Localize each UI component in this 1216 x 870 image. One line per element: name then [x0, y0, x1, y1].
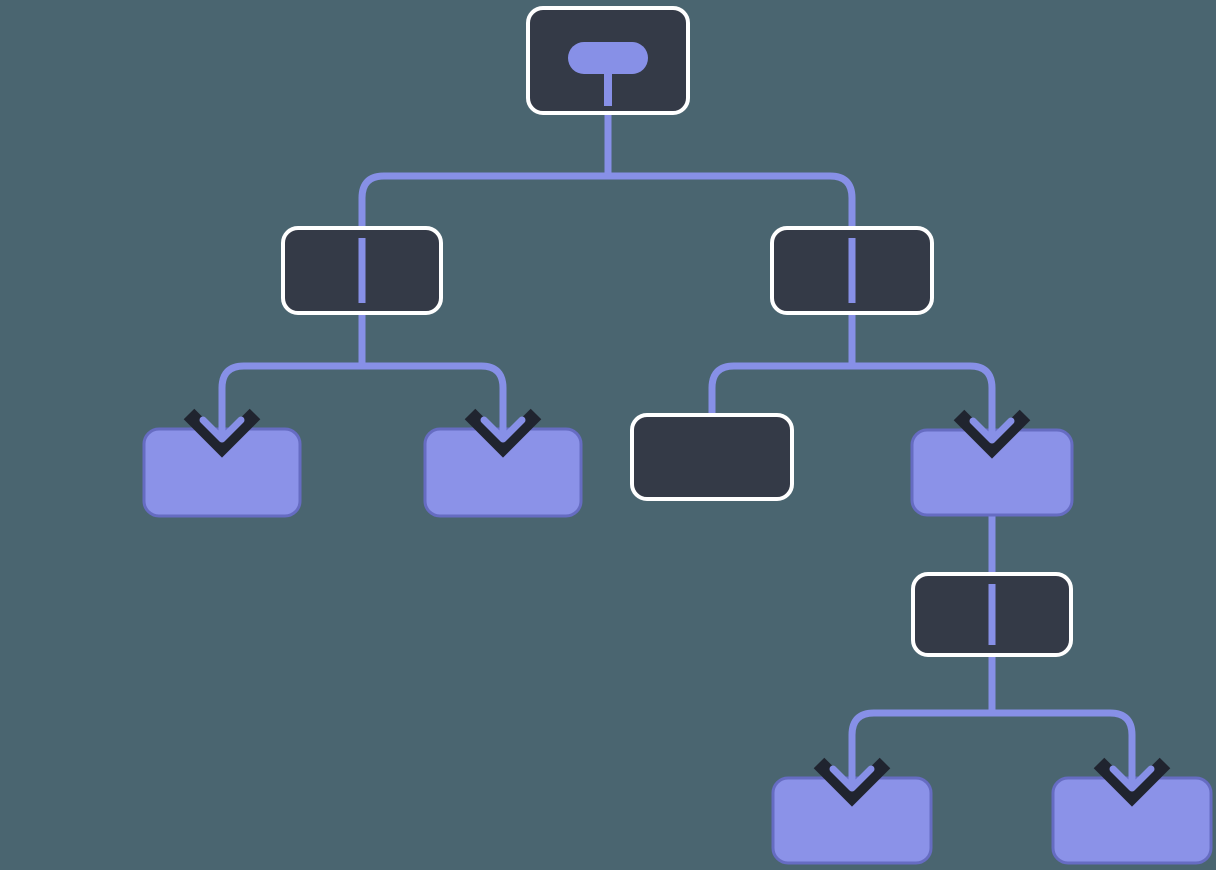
arrow-chevron-purple: [480, 416, 526, 443]
node-body-node-b1[interactable]: [630, 413, 794, 501]
branch-line-icon: [848, 238, 856, 303]
arrow-chevron-dark: [183, 408, 261, 458]
arrow-chevron-dark: [813, 757, 891, 807]
branch-line-icon: [358, 238, 366, 303]
node-layer: [142, 6, 1213, 865]
edge-root-split: [358, 107, 856, 234]
arrow-chevron-purple: [1109, 765, 1155, 792]
arrow-chevron-purple: [829, 765, 875, 792]
arrow-chevron-purple: [199, 416, 245, 443]
node-root[interactable]: [526, 6, 690, 115]
edge-branch-b-split: [708, 307, 996, 439]
root-pill-icon: [568, 42, 648, 74]
edge-branch-c-split: [848, 647, 1136, 787]
arrow-chevron-dark: [953, 409, 1031, 459]
node-branch-b[interactable]: [770, 226, 934, 315]
edge-branch-a-split: [218, 307, 507, 438]
arrow-layer: [183, 407, 1171, 807]
root-pill-stem: [604, 70, 612, 106]
edge-layer: [218, 107, 1136, 787]
node-branch-c[interactable]: [911, 572, 1073, 657]
arrow-chevron-dark: [1093, 757, 1171, 807]
arrow-chevron-purple: [969, 417, 1015, 444]
arrow-chevron-dark: [464, 408, 542, 458]
arrow-down-icon-leaf-c1: [813, 756, 891, 807]
arrow-down-icon-leaf-a2: [464, 407, 542, 458]
node-node-b1[interactable]: [630, 413, 794, 501]
node-branch-a[interactable]: [281, 226, 443, 315]
arrow-down-icon-leaf-c2: [1093, 756, 1171, 807]
arrow-down-icon-leaf-a1: [183, 407, 261, 458]
arrow-down-icon-node-b2: [953, 408, 1031, 459]
branch-line-icon: [988, 584, 996, 645]
